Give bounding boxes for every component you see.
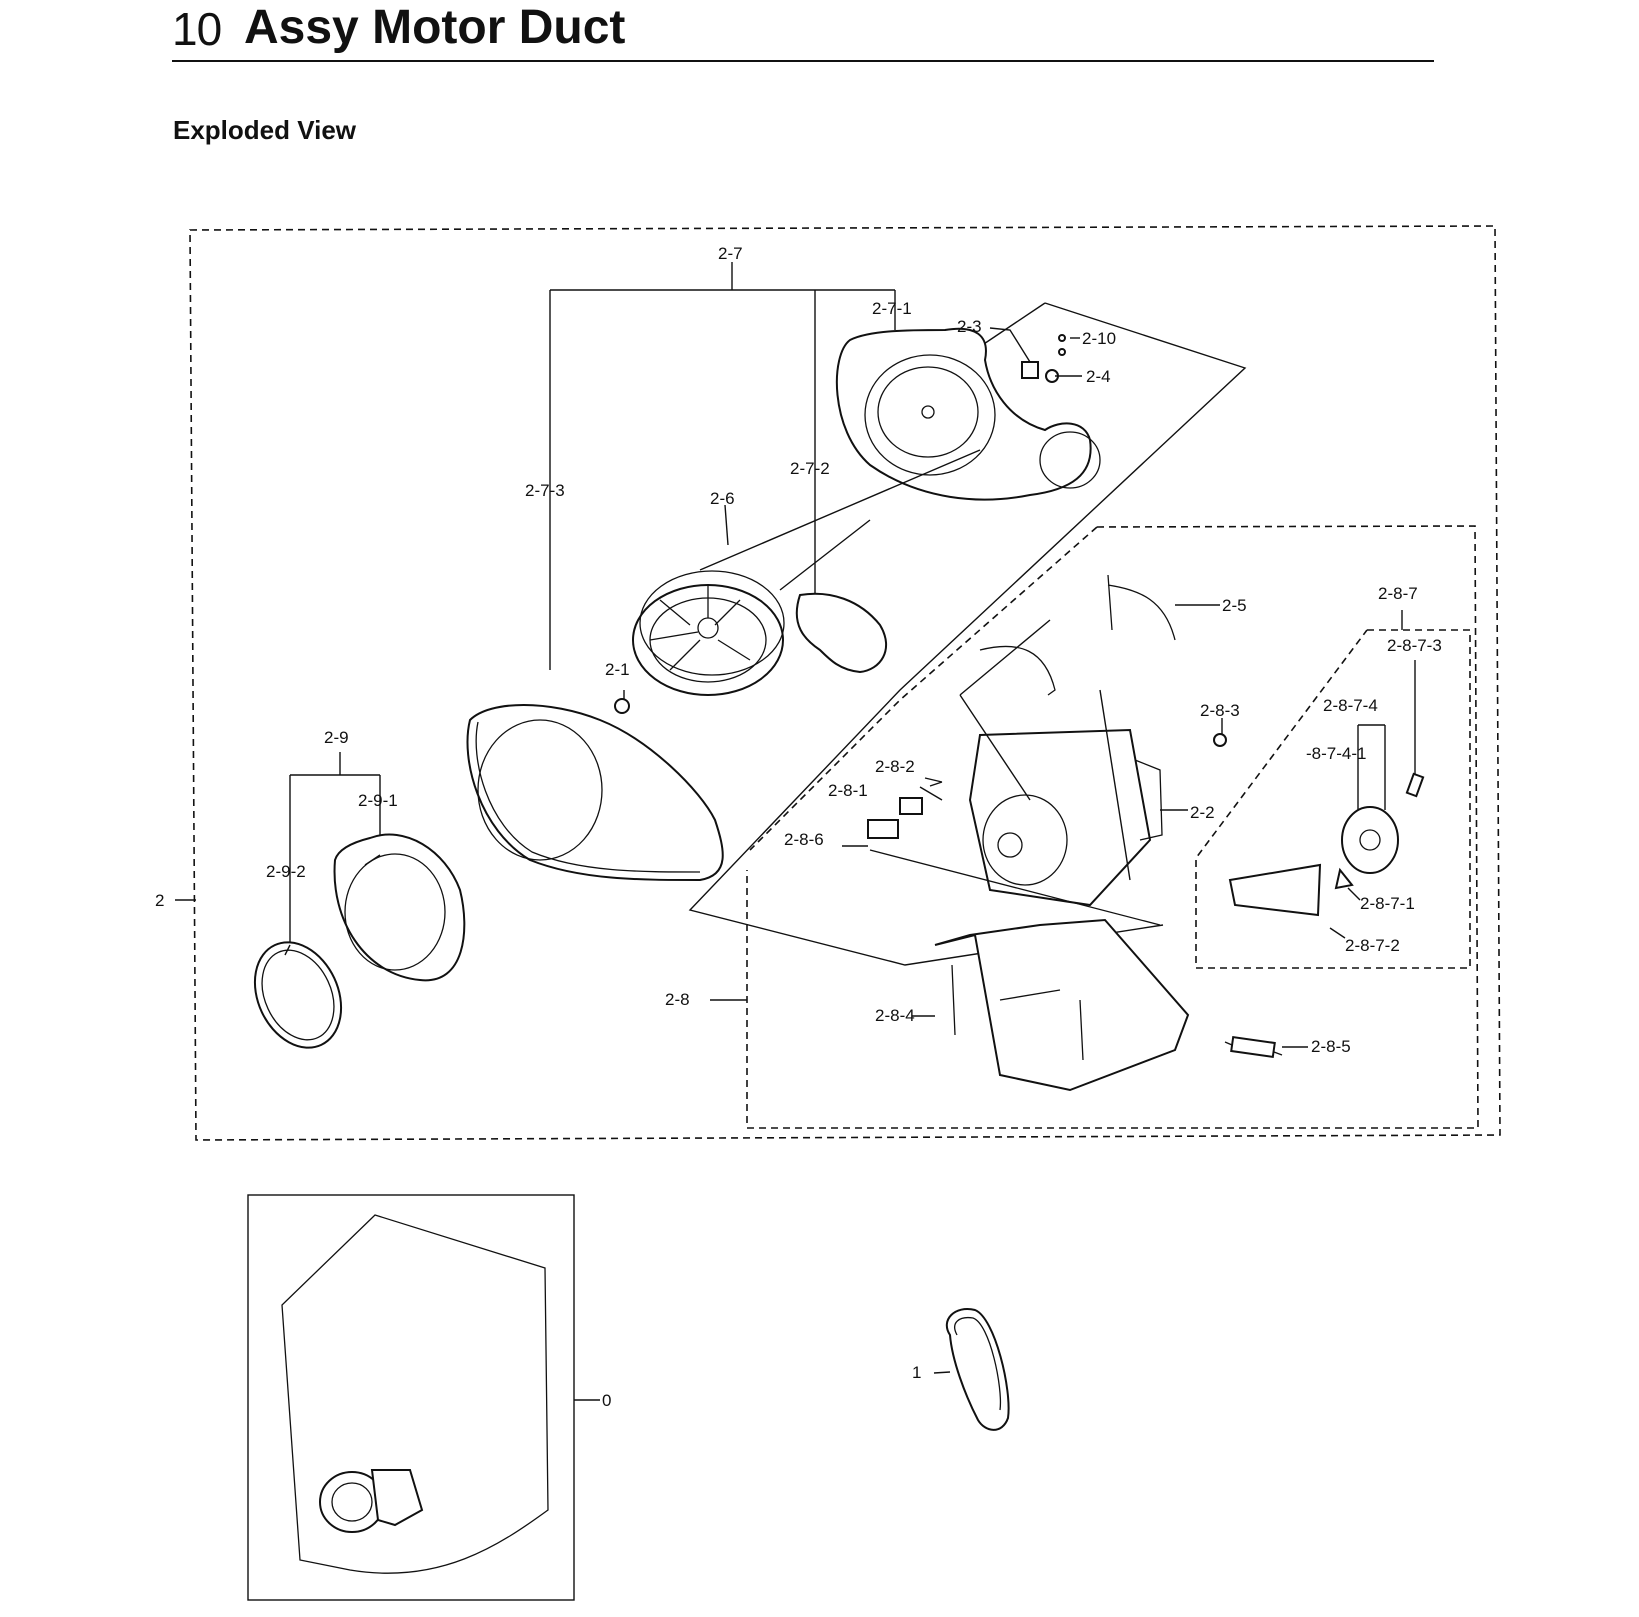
assembly-2-boundary xyxy=(189,225,1501,1141)
callout-2-8-3: 2-8-3 xyxy=(1200,701,1240,720)
callout-2-3: 2-3 xyxy=(957,317,982,336)
callout-2-5: 2-5 xyxy=(1222,596,1247,615)
leader-lines xyxy=(175,327,1416,1401)
callout-2-8-6: 2-8-6 xyxy=(784,830,824,849)
callout-2-2: 2-2 xyxy=(1190,803,1215,822)
callout-2-8-7-4-1: -8-7-4-1 xyxy=(1306,744,1366,763)
assembly-2-8-diagonal xyxy=(749,526,1098,851)
callout-2-7-1: 2-7-1 xyxy=(872,299,912,318)
assembly-2-8-7-boundary xyxy=(1195,629,1471,969)
duct-housing-rear-part xyxy=(835,327,1101,501)
callout-2-9-2: 2-9-2 xyxy=(266,862,306,881)
callout-2-8-7: 2-8-7 xyxy=(1378,584,1418,603)
callout-2-8-5: 2-8-5 xyxy=(1311,1037,1351,1056)
spring-part xyxy=(1224,1036,1283,1058)
clip-lower-part xyxy=(979,645,1056,696)
motor-bracket-part xyxy=(934,918,1190,1092)
duct-seal-part xyxy=(795,592,887,674)
callout-2-8-1: 2-8-1 xyxy=(828,781,868,800)
subtitle: Exploded View xyxy=(173,115,357,145)
nut-part xyxy=(614,698,630,714)
page-title: Assy Motor Duct xyxy=(244,1,626,54)
callout-2-9-1: 2-9-1 xyxy=(358,791,398,810)
page-header: 10 Assy Motor Duct xyxy=(172,0,1434,62)
callout-2-8: 2-8 xyxy=(665,990,690,1009)
callout-0: 0 xyxy=(602,1391,611,1410)
switch-parts xyxy=(867,781,1161,926)
callout-2-7-2: 2-7-2 xyxy=(790,459,830,478)
screw-part xyxy=(1213,733,1227,747)
callout-2-6: 2-6 xyxy=(710,489,735,508)
callout-2-4: 2-4 xyxy=(1086,367,1111,386)
callout-2-1: 2-1 xyxy=(605,660,630,679)
callout-2-8-7-2: 2-8-7-2 xyxy=(1345,936,1400,955)
drive-belt-part xyxy=(945,1308,1010,1431)
callout-2-7: 2-7 xyxy=(718,244,743,263)
blower-wheel-part xyxy=(632,570,785,696)
callout-2-8-7-3: 2-8-7-3 xyxy=(1387,636,1442,655)
callout-2-8-7-1: 2-8-7-1 xyxy=(1360,894,1415,913)
callout-2-7-3: 2-7-3 xyxy=(525,481,565,500)
section-number: 10 xyxy=(172,3,222,55)
motor-part xyxy=(968,728,1163,907)
clip-upper-part xyxy=(1107,574,1176,641)
callout-2-8-2: 2-8-2 xyxy=(875,757,915,776)
fastener-parts xyxy=(1021,334,1066,383)
bracket-2-7 xyxy=(549,262,896,670)
callout-2-8-7-4: 2-8-7-4 xyxy=(1323,696,1378,715)
callout-1: 1 xyxy=(912,1363,921,1382)
callout-2: 2 xyxy=(155,891,164,910)
inlet-ring-housing-part xyxy=(333,833,466,982)
gasket-ring-part xyxy=(253,941,343,1049)
callout-2-9: 2-9 xyxy=(324,728,349,747)
callout-2-8-4: 2-8-4 xyxy=(875,1006,915,1025)
bracket-2-9 xyxy=(289,752,381,945)
assembly-2-8-boundary xyxy=(746,525,1479,1129)
duct-plane-upper xyxy=(688,302,1247,966)
callout-2-10: 2-10 xyxy=(1082,329,1116,348)
duct-housing-front-part xyxy=(466,704,724,882)
parts-box xyxy=(247,1194,575,1601)
idler-assembly-part xyxy=(1228,772,1425,917)
